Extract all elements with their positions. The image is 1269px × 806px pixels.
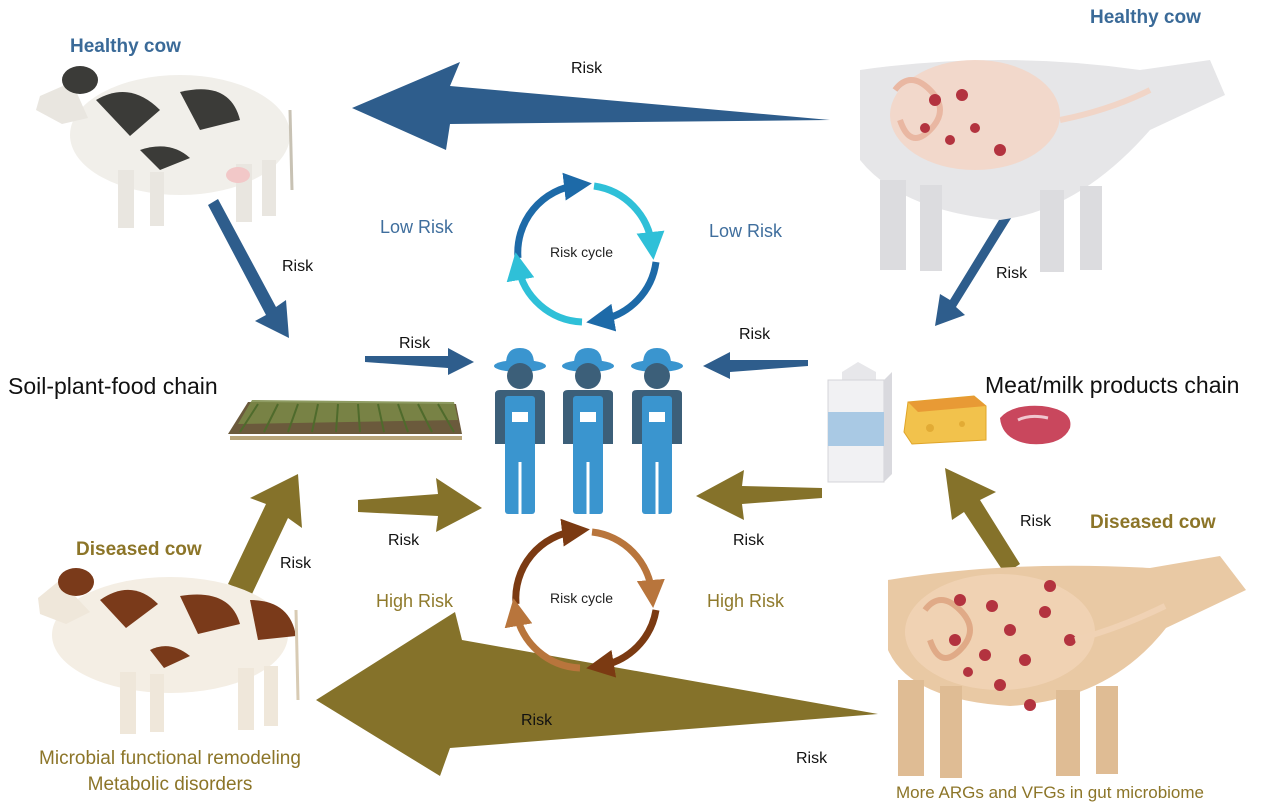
risk-label-diseased-right: Risk xyxy=(1020,513,1052,530)
caption-right: More ARGs and VFGs in gut microbiome xyxy=(896,783,1205,802)
risk-label-products-blue: Risk xyxy=(739,326,771,343)
risk-label-bottom: Risk xyxy=(796,750,828,767)
caption-left-line1: Microbial functional remodeling xyxy=(39,748,301,769)
crop-field-icon xyxy=(228,400,462,440)
arrow-products-to-farmers-gold xyxy=(696,470,822,520)
risk-label-right-diagonal: Risk xyxy=(996,265,1028,282)
low-risk-cycle xyxy=(506,172,665,332)
arrow-top-risk xyxy=(352,62,830,150)
risk-label-field-gold: Risk xyxy=(388,532,420,549)
low-risk-left-label: Low Risk xyxy=(380,217,454,237)
low-risk-right-label: Low Risk xyxy=(709,221,783,241)
meat-milk-products-chain-label: Meat/milk products chain xyxy=(985,372,1240,398)
healthy-cow-right-icon xyxy=(860,60,1225,272)
risk-label-field-blue: Risk xyxy=(399,335,431,352)
arrow-right-cow-to-products xyxy=(935,202,1018,326)
caption-left-line2: Metabolic disorders xyxy=(87,774,253,795)
risk-label-bottom-arrow: Risk xyxy=(521,712,553,729)
soil-plant-food-chain-label: Soil-plant-food chain xyxy=(8,373,218,399)
arrow-diseased-cow-to-field xyxy=(228,474,302,594)
arrow-field-to-farmers-gold xyxy=(358,478,482,532)
high-risk-right-label: High Risk xyxy=(707,591,785,611)
risk-label-top: Risk xyxy=(571,60,603,77)
meat-icon xyxy=(1000,405,1071,445)
diseased-cow-left-icon xyxy=(38,568,300,734)
risk-label-diseased-left: Risk xyxy=(280,555,312,572)
healthy-cow-right-label: Healthy cow xyxy=(1090,7,1201,28)
cheese-icon xyxy=(903,395,987,445)
farmer-icon xyxy=(562,348,614,514)
arrow-bottom-risk xyxy=(316,612,878,776)
farmer-icon xyxy=(494,348,546,514)
diseased-cow-right-icon xyxy=(888,556,1246,778)
arrow-products-to-farmers-blue xyxy=(703,352,808,379)
healthy-cow-left-label: Healthy cow xyxy=(70,36,181,57)
high-risk-left-label: High Risk xyxy=(376,591,454,611)
milk-carton-icon xyxy=(827,362,892,483)
arrow-field-to-farmers-blue xyxy=(365,348,474,375)
arrow-left-cow-to-field xyxy=(208,199,289,338)
farmer-icon xyxy=(631,348,683,514)
diseased-cow-right-label: Diseased cow xyxy=(1090,512,1216,533)
arrow-diseased-cow-to-products xyxy=(945,468,1020,574)
low-risk-cycle-label: Risk cycle xyxy=(550,244,614,260)
farmers-group xyxy=(494,348,683,514)
high-risk-cycle-label: Risk cycle xyxy=(550,590,614,606)
diseased-cow-left-label: Diseased cow xyxy=(76,539,202,560)
risk-label-products-gold: Risk xyxy=(733,532,765,549)
high-risk-cycle xyxy=(504,518,665,678)
caption-left: Microbial functional remodeling Metaboli… xyxy=(22,746,318,798)
risk-label-left-diagonal: Risk xyxy=(282,258,314,275)
healthy-cow-left-icon xyxy=(36,66,294,228)
